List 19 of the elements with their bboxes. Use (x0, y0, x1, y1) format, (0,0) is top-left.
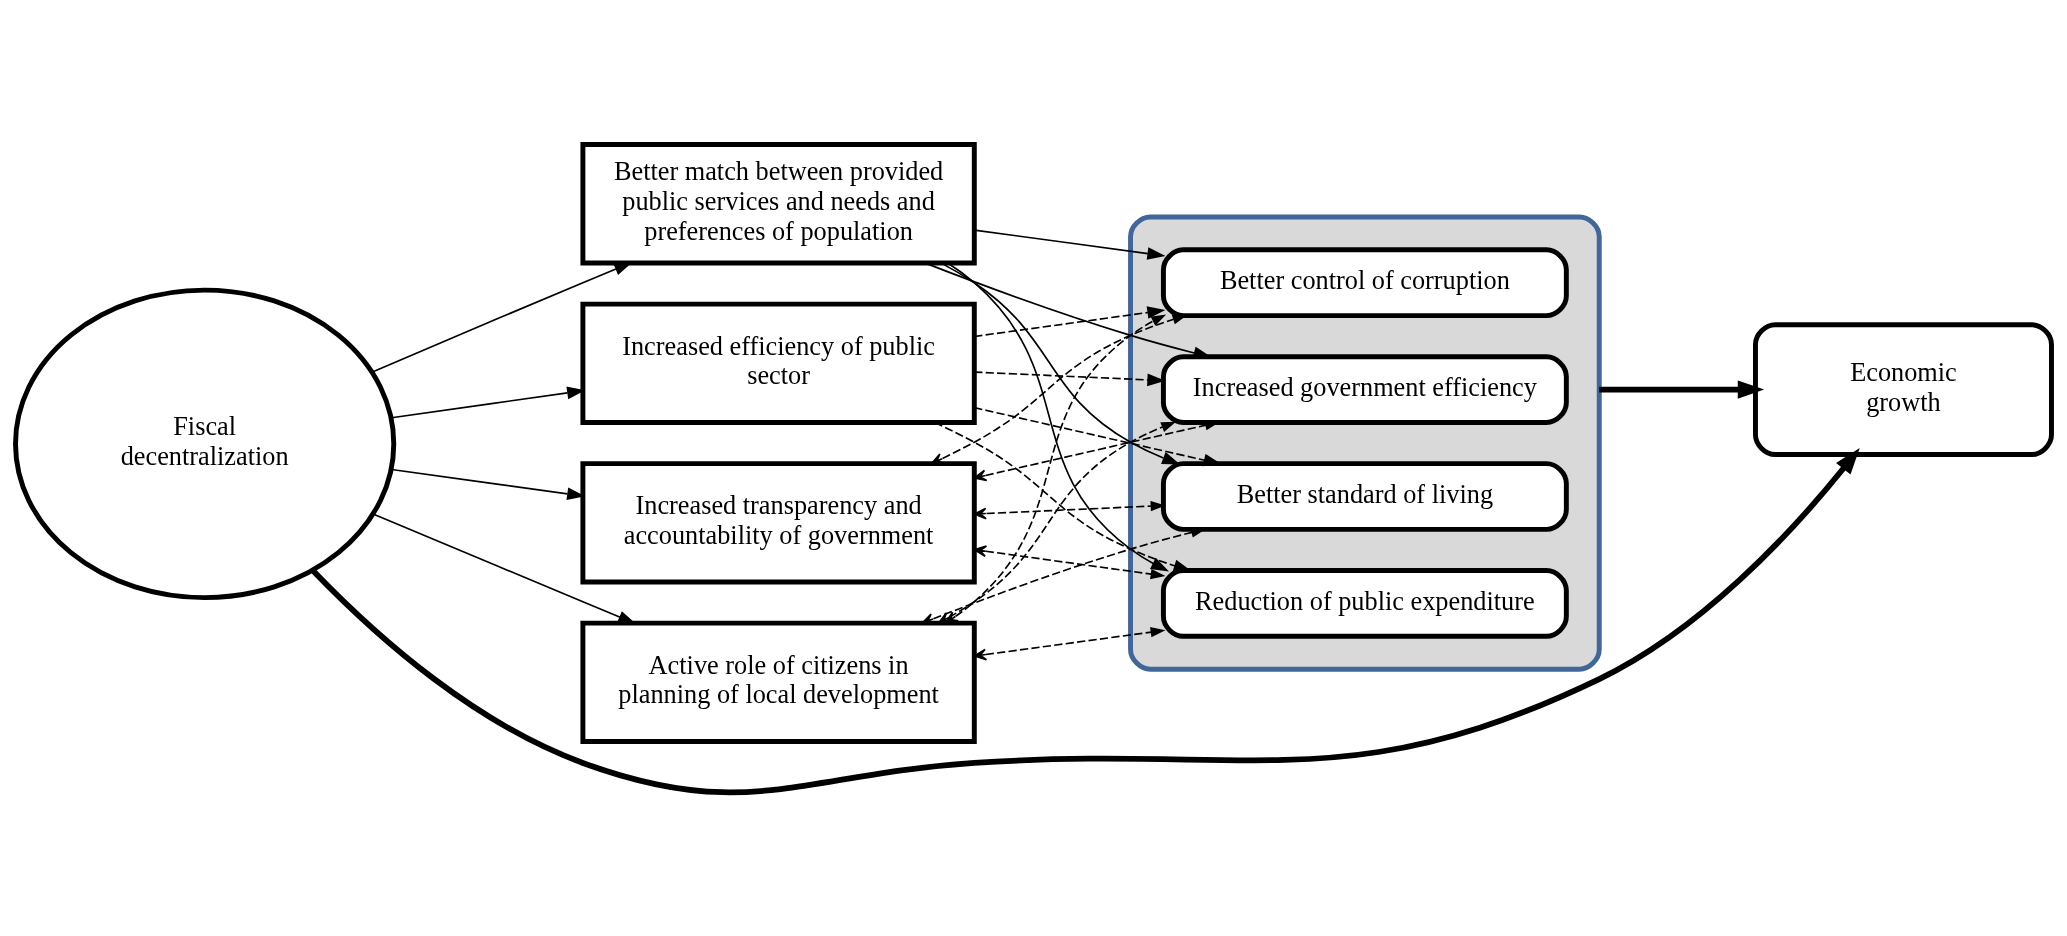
arrow (944, 314, 1167, 624)
arrow (973, 626, 1166, 660)
node-box: Increased transparency and accountability of government (580, 460, 977, 584)
arrow (973, 305, 1166, 337)
node-box: Better control of corruption (1160, 246, 1569, 318)
node-box: Increased government efficiency (1160, 353, 1569, 425)
arrow (310, 447, 1860, 795)
cluster (1128, 213, 1602, 672)
arrow (973, 228, 1166, 260)
node-box: Increased efficiency of public sector (580, 301, 977, 425)
arrow (1599, 379, 1765, 399)
node-box: Reduction of public expenditure (1160, 567, 1569, 639)
node-box: Better match between provided public services and needs and preferences of population (580, 141, 977, 265)
node-box: Better standard of living (1160, 460, 1569, 532)
node-ellipse: Fiscal decentralization (13, 287, 397, 600)
node-box: Active role of citizens in planning of local development (580, 620, 977, 744)
node-box: Economic growth (1753, 321, 2054, 457)
arrow (973, 544, 1166, 579)
arrow (973, 419, 1220, 481)
